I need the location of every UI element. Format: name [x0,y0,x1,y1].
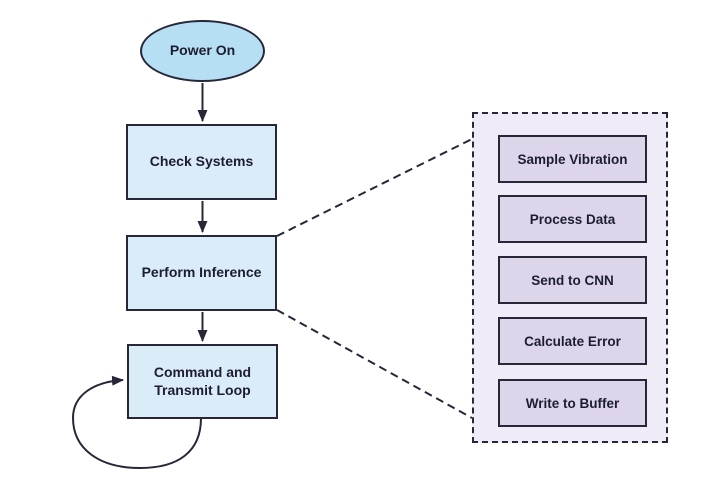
node-label: Perform Inference [141,264,262,281]
panel-item-label: Process Data [529,211,616,227]
node-label: Command and Transmit Loop [153,364,252,398]
node-label: Power On [169,42,236,59]
node-perform-inference: Perform Inference [126,235,277,311]
detail-link-top [276,138,473,237]
panel-item-label: Send to CNN [531,272,614,288]
detail-link-bottom [276,309,473,419]
panel-item-send-to-cnn: Send to CNN [498,256,647,304]
inference-detail-panel: Sample Vibration Process Data Send to CN… [472,112,668,443]
node-check-systems: Check Systems [126,124,277,200]
self-loop-arrow [71,375,202,470]
panel-item-label: Write to Buffer [525,395,620,411]
panel-item-sample-vibration: Sample Vibration [498,135,647,183]
panel-item-write-to-buffer: Write to Buffer [498,379,647,427]
node-power-on: Power On [140,20,265,82]
panel-item-calculate-error: Calculate Error [498,317,647,365]
node-label: Check Systems [149,153,254,170]
panel-item-label: Calculate Error [524,333,621,349]
panel-item-process-data: Process Data [498,195,647,243]
node-command-transmit-loop: Command and Transmit Loop [127,344,278,419]
panel-item-label: Sample Vibration [517,151,628,167]
